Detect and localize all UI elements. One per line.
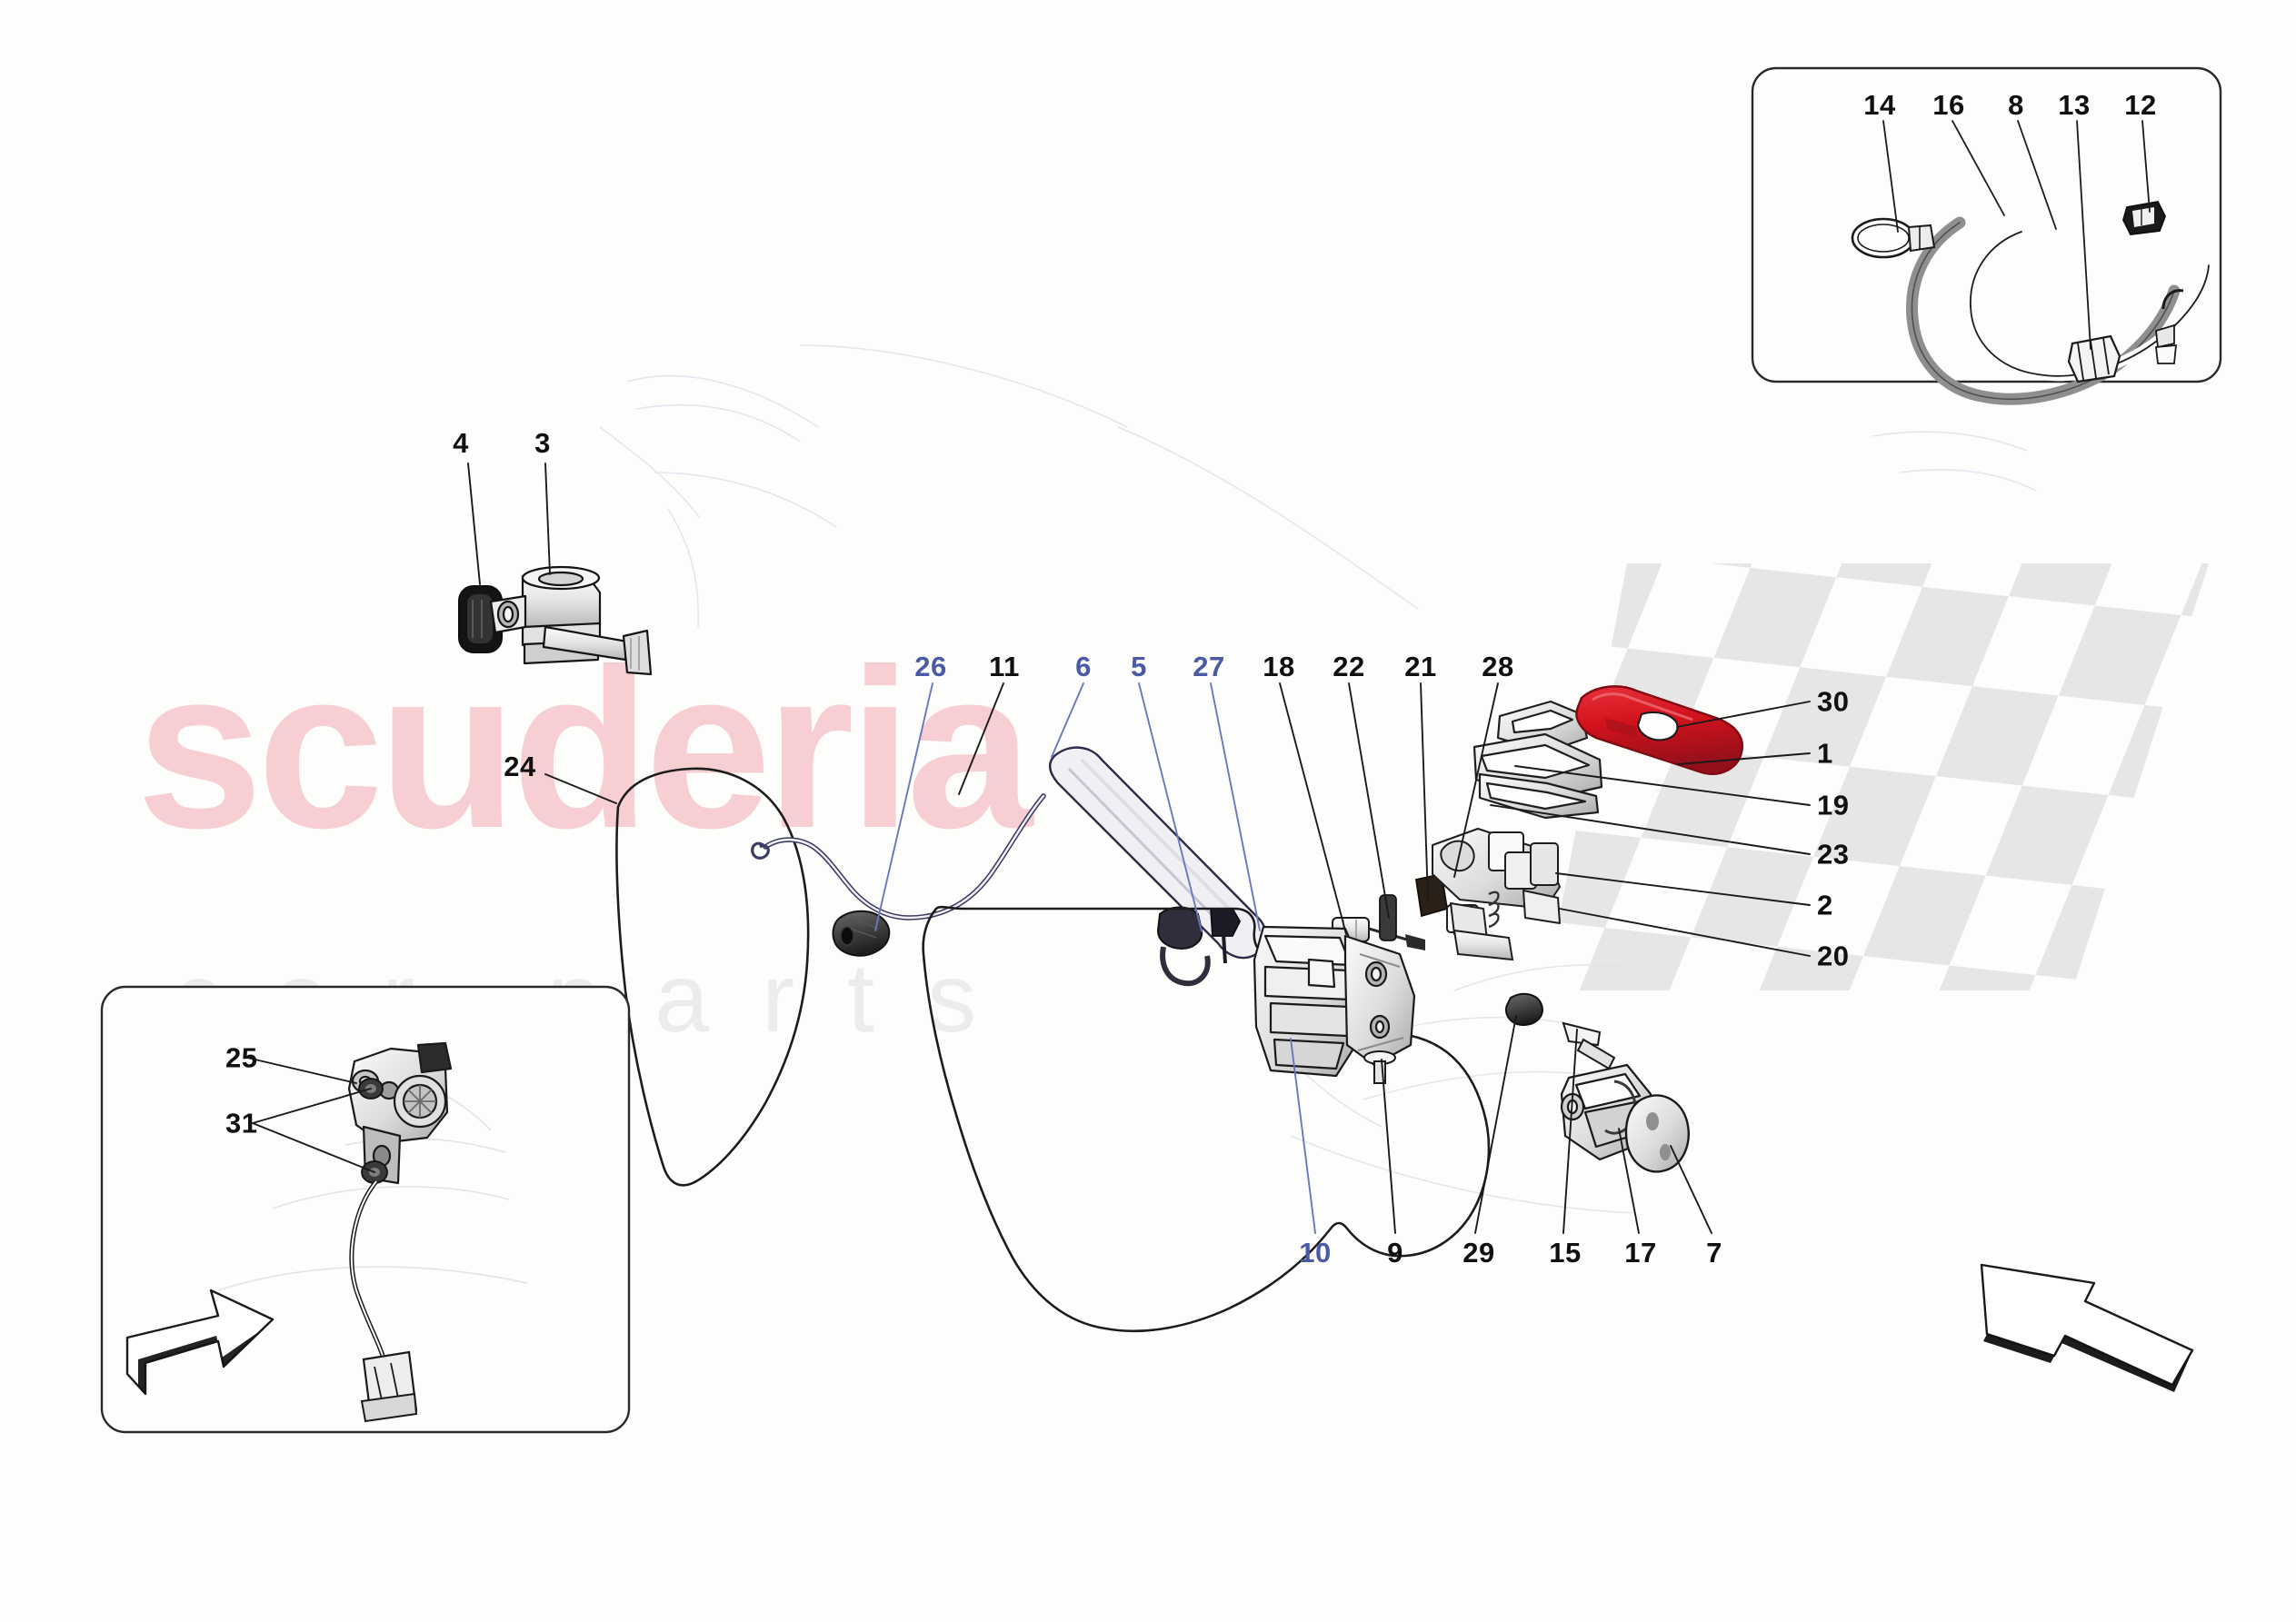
callout-25: 25: [225, 1041, 258, 1074]
washer-nozzle: [2155, 289, 2184, 364]
callout-27: 27: [1193, 651, 1225, 682]
part-11-bowden-cable: [751, 793, 1046, 920]
part-26-cable-grommet: [832, 910, 891, 957]
part-1-exterior-door-handle: [1575, 685, 1744, 775]
callout-9: 9: [1387, 1237, 1403, 1269]
callout-10: 10: [1299, 1237, 1332, 1269]
callout-15: 15: [1549, 1237, 1582, 1269]
callout-29: 29: [1462, 1237, 1495, 1269]
callout-21: 21: [1404, 651, 1437, 682]
part-7-striker-shim: [1624, 1094, 1690, 1173]
part-23-handle-base: [1472, 732, 1603, 820]
callout-11: 11: [989, 651, 1020, 682]
part-2-handle-mechanism: [1432, 828, 1561, 940]
regulator-motor-harness: [349, 1179, 418, 1423]
callout-2: 2: [1817, 889, 1833, 921]
callout-16: 16: [1932, 89, 1965, 121]
part-3-lock-cylinder: [489, 565, 653, 676]
inset-panel-top-right: [1751, 66, 2222, 405]
callout-6: 6: [1075, 651, 1092, 682]
callout-8: 8: [2008, 89, 2024, 121]
part-17-door-striker: [1560, 1063, 1652, 1161]
callout-5: 5: [1131, 651, 1147, 682]
callout-24: 24: [504, 751, 536, 782]
part-29-bump-stop: [1505, 992, 1543, 1027]
callout-7: 7: [1706, 1237, 1722, 1269]
callout-22: 22: [1333, 651, 1365, 682]
callout-28: 28: [1482, 651, 1514, 682]
watermark-scuderia: scuderia: [136, 622, 1033, 875]
callout-20: 20: [1817, 940, 1850, 972]
callout-26: 26: [914, 651, 947, 682]
callout-30: 30: [1817, 685, 1850, 718]
callout-19: 19: [1817, 789, 1850, 821]
callout-13: 13: [2058, 89, 2091, 121]
callout-4: 4: [453, 427, 469, 459]
inset-panel-bottom-left: [100, 985, 631, 1434]
callout-12: 12: [2124, 89, 2157, 121]
part-12-hose-clip: [2122, 200, 2166, 235]
part-5-cable-clip: [1156, 906, 1211, 987]
part-15-striker-bolt: [1562, 1021, 1616, 1070]
part-13-hose-clamp-large: [2067, 334, 2121, 383]
callout-14: 14: [1863, 89, 1896, 121]
part-22-pin: [1379, 894, 1397, 941]
direction-arrow-bottom-right: [1980, 1263, 2194, 1392]
callout-17: 17: [1624, 1237, 1657, 1269]
callout-1: 1: [1817, 737, 1833, 770]
part-24-door-glass: [615, 767, 810, 1187]
part-10-door-latch: [1253, 925, 1416, 1078]
part-14-hose-clamp: [1851, 217, 1936, 259]
part-6-trim-strip: [1048, 746, 1268, 960]
callout-23: 23: [1817, 838, 1850, 871]
part-20-mechanism-lower: [1452, 929, 1514, 961]
callout-3: 3: [534, 427, 551, 459]
leader-lines: [467, 463, 1811, 1234]
callout-31: 31: [225, 1107, 258, 1139]
part-27-lock-rod-clip: [1210, 908, 1242, 964]
callout-18: 18: [1263, 651, 1295, 682]
direction-arrow-inset: [125, 1289, 275, 1396]
